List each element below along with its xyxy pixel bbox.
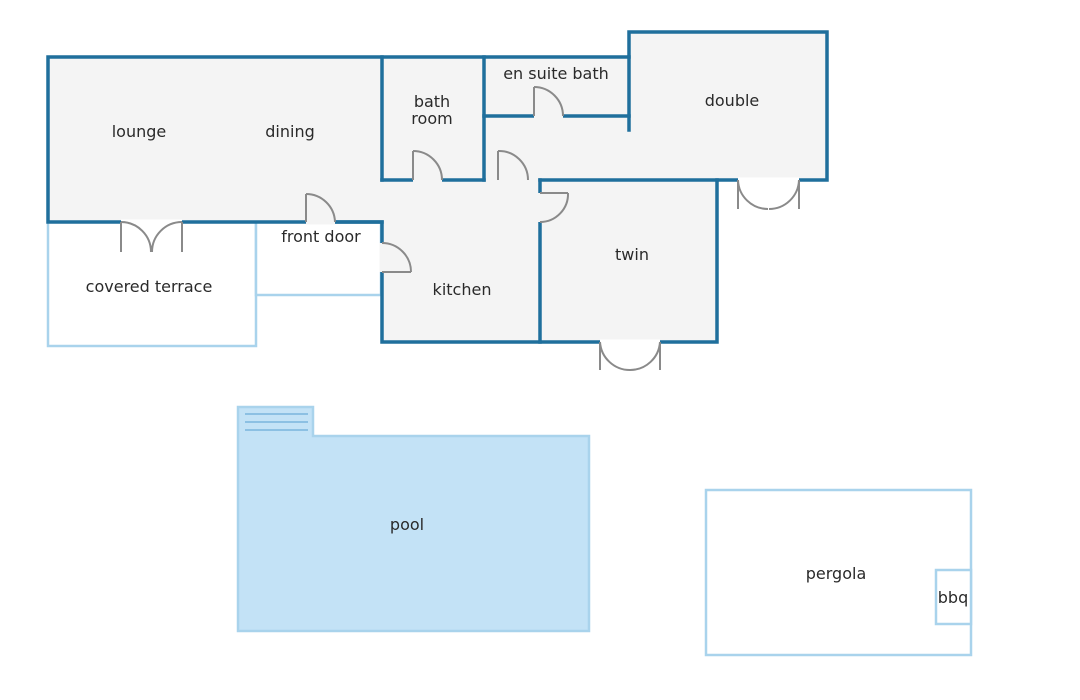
covered-terrace-area (46, 220, 258, 348)
twin-patio-door[interactable] (599, 339, 661, 372)
pool-label: pool (390, 515, 424, 534)
pool-shape (236, 405, 591, 633)
front-door-label: front door (281, 227, 361, 246)
en-suite-floor (484, 57, 629, 116)
kitchen-floor (382, 222, 540, 342)
front-door-porch-area (254, 220, 383, 297)
pergola-area (704, 488, 973, 657)
hallway-floor (484, 116, 629, 180)
bathroom-label-line2: room (411, 109, 452, 128)
twin-floor (540, 180, 717, 342)
kitchen-side-door[interactable] (379, 242, 412, 273)
lounge-dining-floor (48, 57, 382, 222)
double-label: double (705, 91, 760, 110)
hallway-door[interactable] (497, 149, 529, 183)
lounge-label: lounge (112, 122, 167, 141)
pergola-label: pergola (806, 564, 867, 583)
bathroom-door[interactable] (412, 150, 443, 183)
double-floor (629, 32, 827, 180)
double-patio-door[interactable] (737, 177, 800, 210)
covered-terrace-label: covered terrace (86, 277, 213, 296)
en-suite-door[interactable] (533, 86, 564, 119)
dining-label: dining (265, 122, 314, 141)
terrace-double-door[interactable] (120, 219, 183, 253)
en-suite-label: en suite bath (503, 64, 609, 83)
twin-door[interactable] (537, 192, 570, 223)
hallway-floor-2 (382, 180, 540, 222)
kitchen-label: kitchen (433, 280, 492, 299)
front-door[interactable] (305, 193, 336, 225)
bbq-label: bbq (938, 588, 968, 607)
twin-label: twin (615, 245, 649, 264)
bathroom-label-line1: bath (414, 92, 450, 111)
bbq-area (934, 568, 973, 626)
